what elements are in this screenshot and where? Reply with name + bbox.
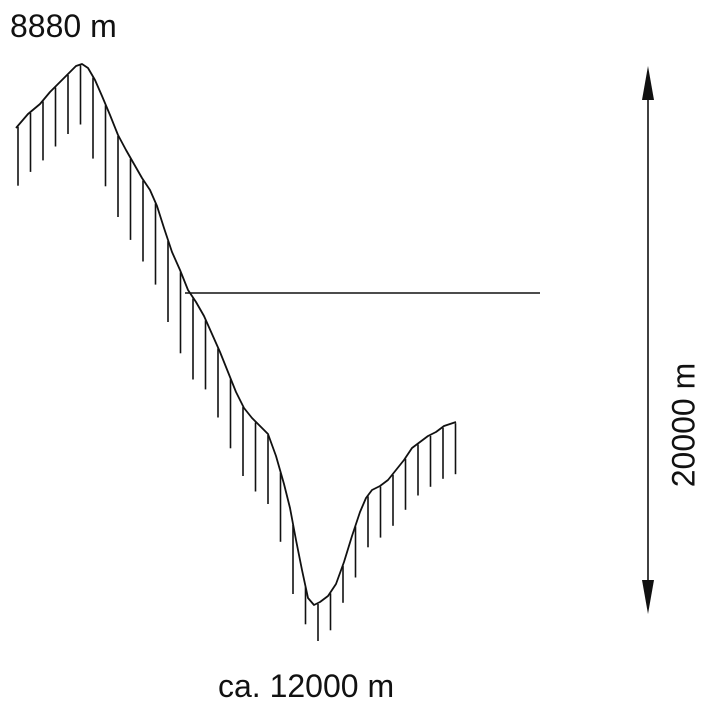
peak-height-label: 8880 m	[10, 8, 117, 44]
total-relief-label: 20000 m	[665, 362, 702, 488]
trench-depth-label: ca. 12000 m	[218, 668, 395, 702]
relief-arrowhead-bottom	[642, 580, 654, 614]
terrain-hatching	[17, 65, 457, 641]
terrain-profile-line	[15, 63, 457, 606]
relief-arrowhead-top	[642, 66, 654, 100]
